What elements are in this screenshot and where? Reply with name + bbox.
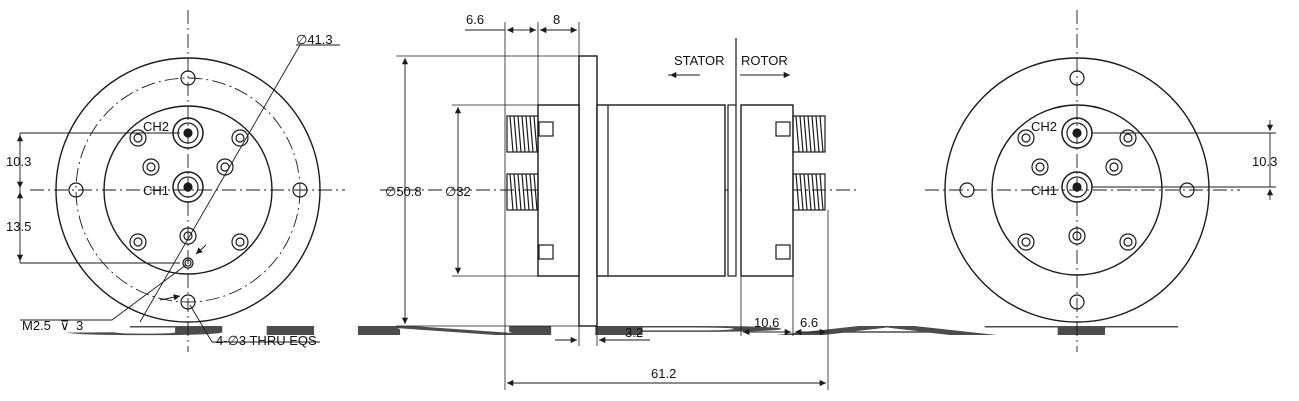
- holes-label: 4-∅3 THRU EQS: [216, 333, 317, 348]
- dim-6-6-bottom: 6.6: [800, 315, 818, 330]
- stator-label: STATOR: [674, 53, 725, 68]
- ch1-label-left: CH1: [143, 183, 169, 198]
- left-connector-threads: [506, 115, 539, 211]
- dim-d32: ∅32: [445, 184, 471, 199]
- dim-d50-8: ∅50.8: [385, 184, 422, 199]
- ch1-label-right: CH1: [1031, 183, 1057, 198]
- m25-depth-icon: ⊽: [60, 318, 70, 333]
- dim-13-5: 13.5: [6, 219, 31, 234]
- dim-61-2: 61.2: [651, 366, 676, 381]
- dim-10-3-right: 10.3: [1252, 154, 1277, 169]
- dim-8-top: 8: [553, 12, 560, 27]
- screw-group-left: [129, 129, 249, 251]
- m25-label: M2.5: [22, 318, 51, 333]
- dim-10-6: 10.6: [754, 315, 779, 330]
- side-view: [380, 22, 860, 390]
- screw-group-right: [1017, 129, 1137, 251]
- left-front-view: [20, 10, 345, 352]
- right-connector-threads: [792, 115, 826, 211]
- right-front-view: [925, 10, 1276, 352]
- m25-depth: 3: [76, 318, 83, 333]
- dim-d41-3: ∅41.3: [296, 32, 333, 47]
- ch2-label-right: CH2: [1031, 119, 1057, 134]
- watermark-text: JINPAT: [62, 323, 1183, 338]
- dim-10-3-left: 10.3: [6, 154, 31, 169]
- dim-6-6-top: 6.6: [466, 12, 484, 27]
- rotor-label: ROTOR: [741, 53, 788, 68]
- ch2-label-left: CH2: [143, 119, 169, 134]
- side-dimension-arrows: [401, 26, 826, 387]
- dim-3-2: 3.2: [625, 325, 643, 340]
